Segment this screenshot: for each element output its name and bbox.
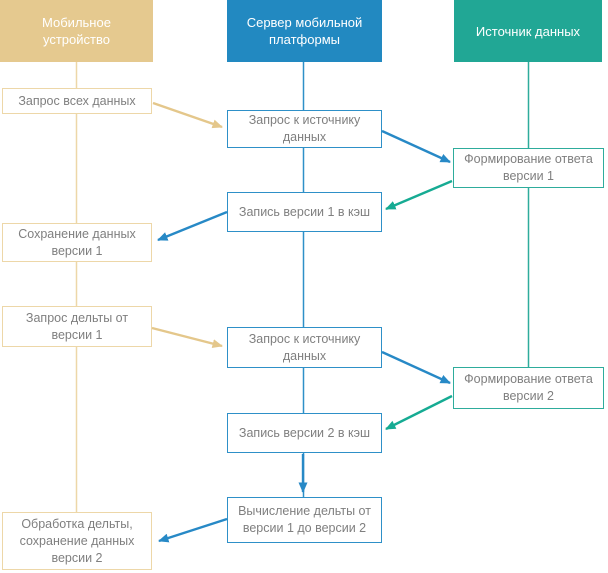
node-process-delta-save-v2: Обработка дельты, сохранение данных верс…	[2, 512, 152, 570]
node-write-v1-to-cache: Запись версии 1 в кэш	[227, 192, 382, 232]
lane-header-source: Источник данных	[454, 0, 602, 62]
lane-header-mobile: Мобильное устройство	[0, 0, 153, 62]
node-form-response-v2: Формирование ответа версии 2	[453, 367, 604, 409]
node-request-delta-from-v1: Запрос дельты от версии 1	[2, 306, 152, 347]
node-request-to-source-1: Запрос к источнику данных	[227, 110, 382, 148]
node-request-all-data: Запрос всех данных	[2, 88, 152, 114]
node-compute-delta-v1-v2: Вычисление дельты от версии 1 до версии …	[227, 497, 382, 543]
node-write-v2-to-cache: Запись версии 2 в кэш	[227, 413, 382, 453]
node-save-data-v1: Сохранение данных версии 1	[2, 223, 152, 262]
node-form-response-v1: Формирование ответа версии 1	[453, 148, 604, 188]
lane-header-server: Сервер мобильной платформы	[227, 0, 382, 62]
node-request-to-source-2: Запрос к источнику данных	[227, 327, 382, 368]
